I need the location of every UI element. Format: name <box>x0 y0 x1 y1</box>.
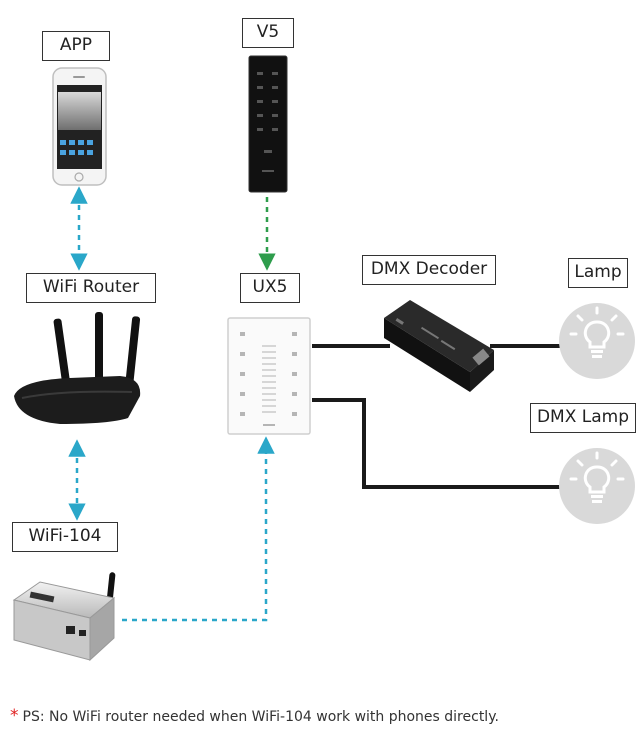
wifi-104-label: WiFi-104 <box>12 522 118 552</box>
dmx-lamp-bulb-icon <box>559 448 635 524</box>
wifi-router-icon <box>14 312 141 424</box>
ux5-panel-icon <box>227 317 311 435</box>
v5-remote-icon <box>248 55 288 193</box>
footnote: *PS: No WiFi router needed when WiFi-104… <box>10 706 499 726</box>
dmx-decoder-icon <box>384 300 494 392</box>
footnote-text: PS: No WiFi router needed when WiFi-104 … <box>22 709 499 725</box>
ux5-dmx-lamp-wire <box>312 398 562 489</box>
wifi104-ux5-link <box>122 436 275 622</box>
smartphone-icon <box>52 67 107 186</box>
dmx-lamp-label: DMX Lamp <box>530 403 636 433</box>
lamp-bulb-icon <box>559 303 635 379</box>
lamp-label: Lamp <box>568 258 628 288</box>
app-label: APP <box>42 31 110 61</box>
dmx-decoder-label: DMX Decoder <box>362 255 496 285</box>
footnote-asterisk: * <box>10 706 19 726</box>
v5-label: V5 <box>242 18 294 48</box>
wifi-104-controller-icon <box>12 572 116 662</box>
ux5-label: UX5 <box>240 273 300 303</box>
wifi-router-label: WiFi Router <box>26 273 156 303</box>
